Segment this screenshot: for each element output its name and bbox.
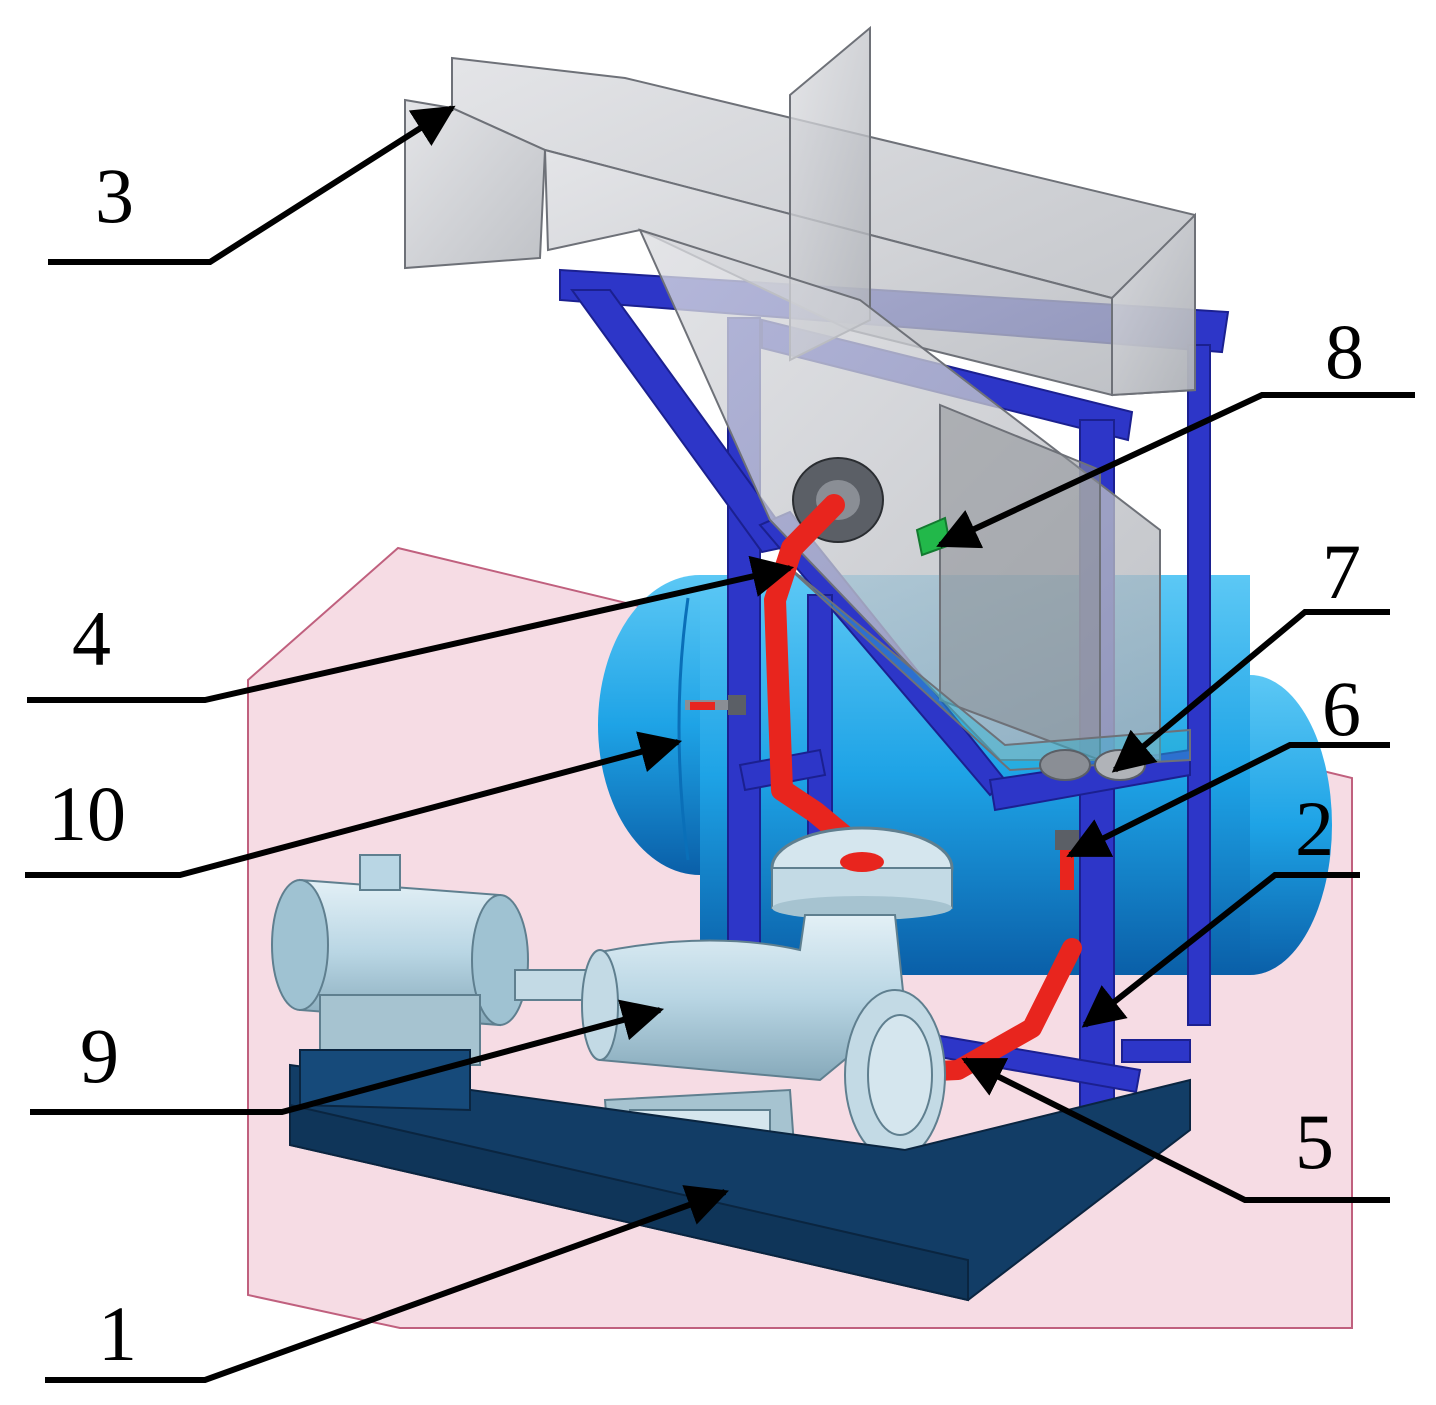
feed-hopper (404, 25, 1196, 772)
callout-3: 3 (95, 152, 134, 239)
leader-2 (1081, 872, 1360, 1028)
callout-10: 10 (48, 770, 126, 857)
leader-6 (1066, 742, 1390, 858)
valve-10 (685, 695, 746, 715)
pump-outlet-flange (770, 826, 954, 920)
callout-2: 2 (1295, 785, 1334, 872)
leader-7 (1111, 609, 1390, 773)
callout-9: 9 (80, 1012, 119, 1099)
leader-5 (961, 1057, 1390, 1203)
leader-9 (30, 999, 665, 1115)
leader-10 (25, 731, 683, 878)
outlet-pipe (764, 494, 866, 856)
callout-8: 8 (1325, 308, 1364, 395)
callout-5: 5 (1295, 1098, 1334, 1185)
callout-4: 4 (72, 595, 111, 682)
callout-1: 1 (98, 1290, 137, 1377)
leader-8 (936, 392, 1415, 549)
callout-7: 7 (1322, 528, 1361, 615)
callout-labels: 3 8 4 7 6 10 2 9 5 1 (48, 152, 1364, 1377)
leader-3 (48, 105, 456, 265)
callout-6: 6 (1322, 665, 1361, 752)
leader-1 (45, 1185, 729, 1383)
leader-lines (25, 105, 1415, 1383)
leader-4 (27, 555, 795, 703)
base-frame (289, 1049, 1191, 1302)
